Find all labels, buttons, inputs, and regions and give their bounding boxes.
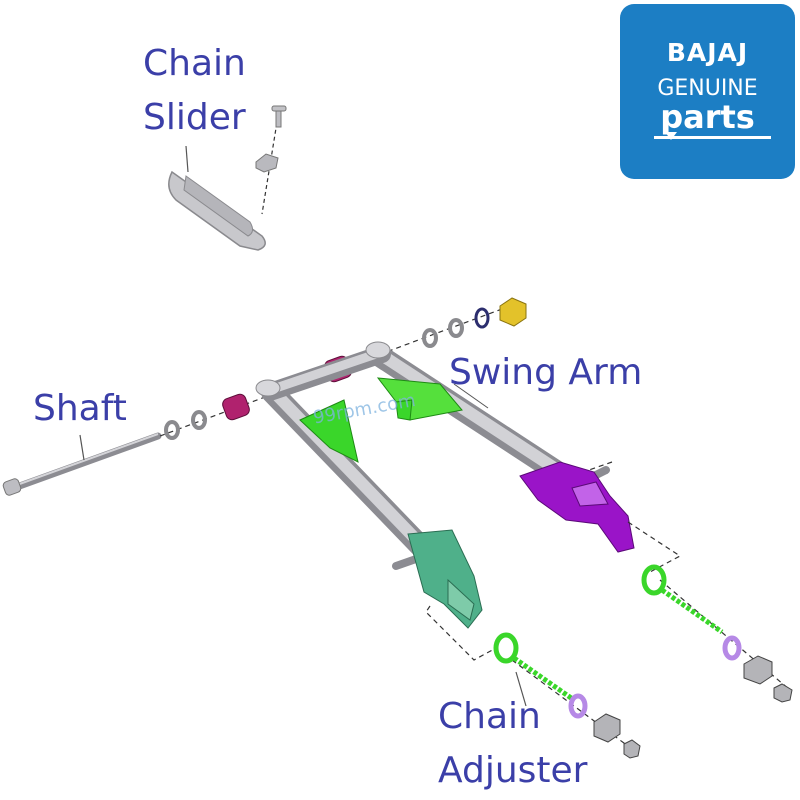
left-bracket-part: [407, 529, 483, 629]
chain-adjuster-label: Chain Adjuster: [438, 690, 587, 798]
chain-slider-label-line2: Slider: [143, 97, 246, 138]
chain-slider-part: [168, 105, 287, 251]
swing-arm-label: Swing Arm: [449, 352, 643, 393]
chain-slider-label-line1: Chain: [143, 43, 246, 84]
chain-adjuster-right: [641, 564, 793, 703]
axle-nut-icon: [499, 297, 527, 327]
washer-icon: [164, 318, 464, 440]
chain-adjuster-left: [493, 632, 641, 759]
bajaj-genuine-parts-logo: BAJAJ GENUINE parts: [620, 4, 795, 179]
chain-adjuster-label-line1: Chain: [438, 696, 541, 737]
slider-nut-icon: [255, 153, 279, 173]
logo-genuine: GENUINE: [657, 76, 758, 101]
shaft-part: [2, 432, 162, 496]
chain-slider-label: Chain Slider: [143, 37, 246, 145]
shaft-label: Shaft: [33, 388, 127, 429]
screw-icon: [271, 105, 287, 128]
right-bracket-part: [519, 461, 635, 553]
logo-brand: BAJAJ: [666, 38, 749, 67]
logo-underline: [654, 136, 771, 139]
watermark-text: 99rpm.com: [312, 390, 418, 429]
chain-adjuster-label-line2: Adjuster: [438, 750, 588, 791]
oring-icon: [474, 307, 490, 329]
logo-parts: parts: [660, 98, 755, 136]
logo-arrow-icon: [665, 132, 677, 140]
